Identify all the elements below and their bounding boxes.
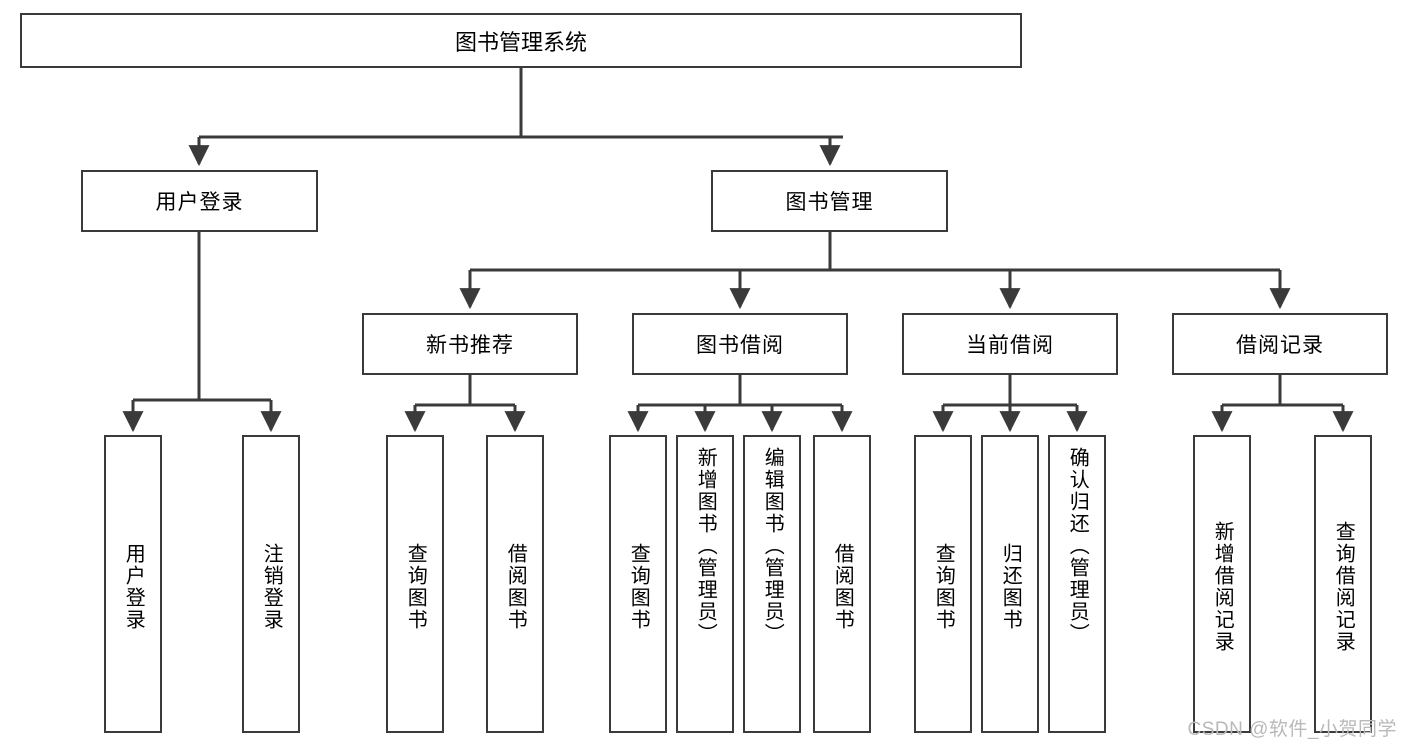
node-book-borrow-label: 图书借阅: [696, 334, 784, 357]
node-leaf-edit-book-label: 编辑图书（管理员）: [761, 447, 784, 645]
node-root-label: 图书管理系统: [454, 29, 587, 55]
node-user-login-label: 用户登录: [155, 191, 244, 214]
node-leaf-query-book-1[interactable]: 查询图书: [386, 435, 444, 733]
node-leaf-borrow-book-1-label: 借阅图书: [504, 543, 527, 631]
node-leaf-return-book[interactable]: 归还图书: [981, 435, 1039, 733]
node-leaf-query-book-1-label: 查询图书: [404, 543, 427, 631]
leaf-borrow-book-2-inner: 借阅图书: [815, 443, 869, 731]
node-book-borrow[interactable]: 图书借阅: [632, 313, 848, 375]
node-leaf-return-book-label: 归还图书: [999, 543, 1022, 631]
node-leaf-borrow-book-2[interactable]: 借阅图书: [813, 435, 871, 733]
node-leaf-query-record[interactable]: 查询借阅记录: [1314, 435, 1372, 733]
leaf-query-book-3-inner: 查询图书: [916, 443, 970, 731]
node-current-borrow[interactable]: 当前借阅: [902, 313, 1118, 375]
node-leaf-add-book-label: 新增图书（管理员）: [694, 447, 717, 645]
node-new-book-recommend-label: 新书推荐: [426, 334, 514, 357]
node-leaf-query-record-label: 查询借阅记录: [1332, 521, 1355, 653]
node-leaf-confirm-return-label: 确认归还（管理员）: [1066, 447, 1089, 645]
node-leaf-user-logout-label: 注销登录: [260, 543, 283, 631]
node-new-book-recommend[interactable]: 新书推荐: [362, 313, 578, 375]
leaf-edit-book-inner: 编辑图书（管理员）: [745, 443, 799, 735]
node-book-management-label: 图书管理: [785, 191, 874, 214]
node-leaf-query-book-2[interactable]: 查询图书: [609, 435, 667, 733]
watermark: CSDN @软件_小贺同学: [1187, 719, 1397, 740]
leaf-confirm-return-inner: 确认归还（管理员）: [1050, 443, 1104, 735]
leaf-user-login-inner: 用户登录: [106, 443, 160, 731]
node-leaf-user-logout[interactable]: 注销登录: [242, 435, 300, 733]
node-book-management[interactable]: 图书管理: [711, 170, 948, 232]
leaf-query-book-1-inner: 查询图书: [388, 443, 442, 731]
node-leaf-add-book[interactable]: 新增图书（管理员）: [676, 435, 734, 733]
node-leaf-query-book-3[interactable]: 查询图书: [914, 435, 972, 733]
leaf-add-book-inner: 新增图书（管理员）: [678, 443, 732, 735]
node-borrow-record[interactable]: 借阅记录: [1172, 313, 1388, 375]
node-leaf-add-record-label: 新增借阅记录: [1211, 521, 1234, 653]
node-leaf-query-book-2-label: 查询图书: [627, 543, 650, 631]
leaf-user-logout-inner: 注销登录: [244, 443, 298, 731]
node-leaf-edit-book[interactable]: 编辑图书（管理员）: [743, 435, 801, 733]
node-leaf-borrow-book-2-label: 借阅图书: [831, 543, 854, 631]
node-leaf-add-record[interactable]: 新增借阅记录: [1193, 435, 1251, 733]
node-leaf-user-login-label: 用户登录: [122, 543, 145, 631]
node-leaf-confirm-return[interactable]: 确认归还（管理员）: [1048, 435, 1106, 733]
leaf-query-record-inner: 查询借阅记录: [1316, 443, 1370, 731]
node-leaf-query-book-3-label: 查询图书: [932, 543, 955, 631]
leaf-query-book-2-inner: 查询图书: [611, 443, 665, 731]
leaf-borrow-book-1-inner: 借阅图书: [488, 443, 542, 731]
node-borrow-record-label: 借阅记录: [1236, 334, 1324, 357]
leaf-return-book-inner: 归还图书: [983, 443, 1037, 731]
node-root[interactable]: 图书管理系统: [20, 13, 1022, 68]
node-user-login[interactable]: 用户登录: [81, 170, 318, 232]
leaf-add-record-inner: 新增借阅记录: [1195, 443, 1249, 731]
node-current-borrow-label: 当前借阅: [966, 334, 1054, 357]
node-leaf-borrow-book-1[interactable]: 借阅图书: [486, 435, 544, 733]
node-leaf-user-login[interactable]: 用户登录: [104, 435, 162, 733]
